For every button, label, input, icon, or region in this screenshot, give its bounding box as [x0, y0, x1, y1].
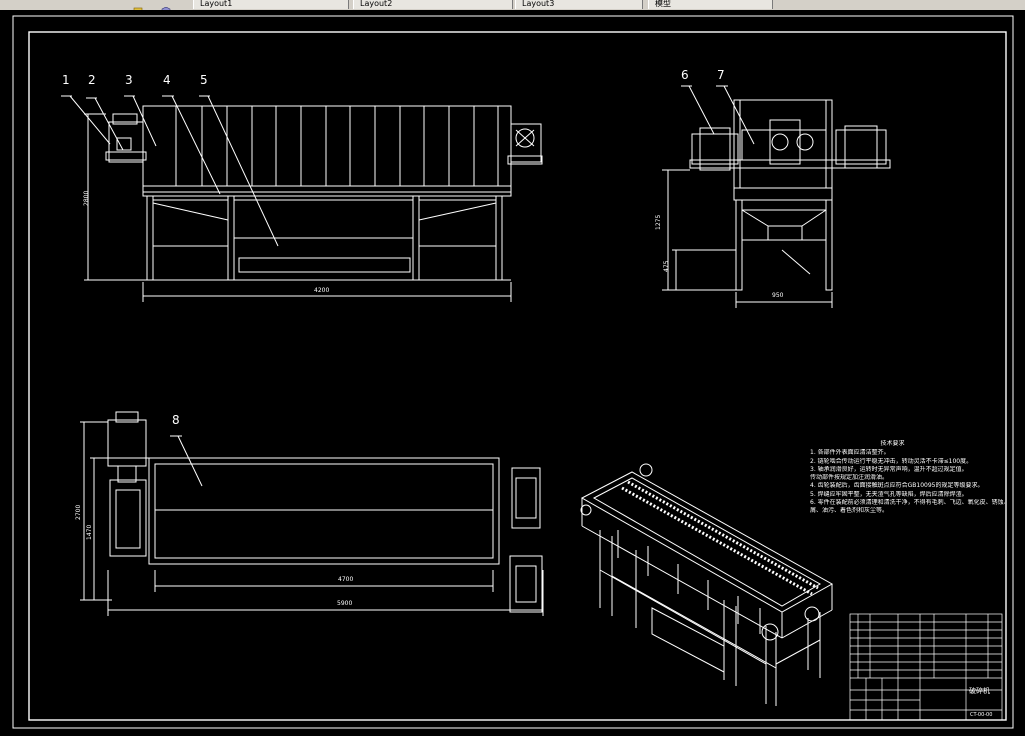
part-number-6: 6 [681, 68, 689, 82]
dim-top-width-1: 2700 [75, 504, 82, 520]
cad-drawing [12, 15, 1014, 729]
part-number-5: 5 [200, 73, 208, 87]
part-number-2: 2 [88, 73, 96, 87]
note-line: 5. 焊缝应牢固平整，无夹渣气孔等缺陷，焊后应清除焊渣。 [810, 490, 968, 498]
note-line: 2. 链轮啮合传动运行平稳无冲击，转动灵活不卡滞≤100度。 [810, 457, 973, 465]
side-view [662, 85, 891, 308]
dim-side-height-upper: 1275 [655, 214, 662, 230]
dim-top-width-2: 1470 [86, 524, 93, 540]
note-line: 1. 各部件外表面应清洁整齐。 [810, 449, 890, 457]
tab-layout1[interactable]: Layout1 [193, 0, 349, 9]
note-line: 3. 轴承润滑良好，运转时无异常声响，温升不超过规定值。 [810, 465, 968, 473]
tab-layout3[interactable]: Layout3 [515, 0, 643, 9]
cube-icon[interactable] [160, 0, 172, 16]
isometric-view [580, 463, 834, 706]
note-line: 传动部件按规定加注润滑油。 [810, 474, 889, 482]
note-line: 屑、油污、着色剂和灰尘等。 [810, 507, 889, 515]
top-view [80, 411, 544, 616]
dim-top-inner: 4700 [338, 576, 354, 583]
note-line: 6. 零件在装配前必须清理和清洗干净，不得有毛刺、飞边、氧化皮、锈蚀、切 [810, 499, 1005, 507]
part-number-7: 7 [717, 68, 725, 82]
dim-side-width: 950 [772, 292, 784, 299]
dim-side-height-lower: 475 [663, 260, 670, 272]
dim-front-length: 4200 [314, 287, 330, 294]
sheet-inner-border [28, 31, 1007, 721]
dim-front-height: 2800 [83, 190, 90, 206]
front-view [61, 95, 543, 302]
part-number-4: 4 [163, 73, 171, 87]
part-number-1: 1 [62, 73, 70, 87]
note-line: 4. 齿轮装配后，齿面接触斑点应符合GB10095的规定等级要求。 [810, 482, 984, 490]
notes-title: 技术要求 [880, 440, 905, 447]
dim-top-total: 5900 [337, 600, 353, 607]
title-block-name: 破碎机 [969, 687, 990, 695]
tab-model[interactable]: 模型 [648, 0, 773, 9]
part-number-8: 8 [172, 413, 180, 427]
tab-layout2[interactable]: Layout2 [353, 0, 513, 9]
title-block [849, 613, 1003, 721]
sheet-outer-border [12, 15, 1014, 729]
title-block-code: CT-00-00 [970, 712, 993, 718]
part-number-3: 3 [125, 73, 133, 87]
drawing-canvas[interactable]: 1 2 3 4 5 6 7 8 4200 2800 1275 475 950 2… [0, 10, 1025, 736]
technical-notes: 技术要求 1. 各部件外表面应清洁整齐。 2. 链轮啮合传动运行平稳无冲击，转动… [810, 440, 1005, 516]
layer-icon[interactable] [133, 0, 145, 14]
